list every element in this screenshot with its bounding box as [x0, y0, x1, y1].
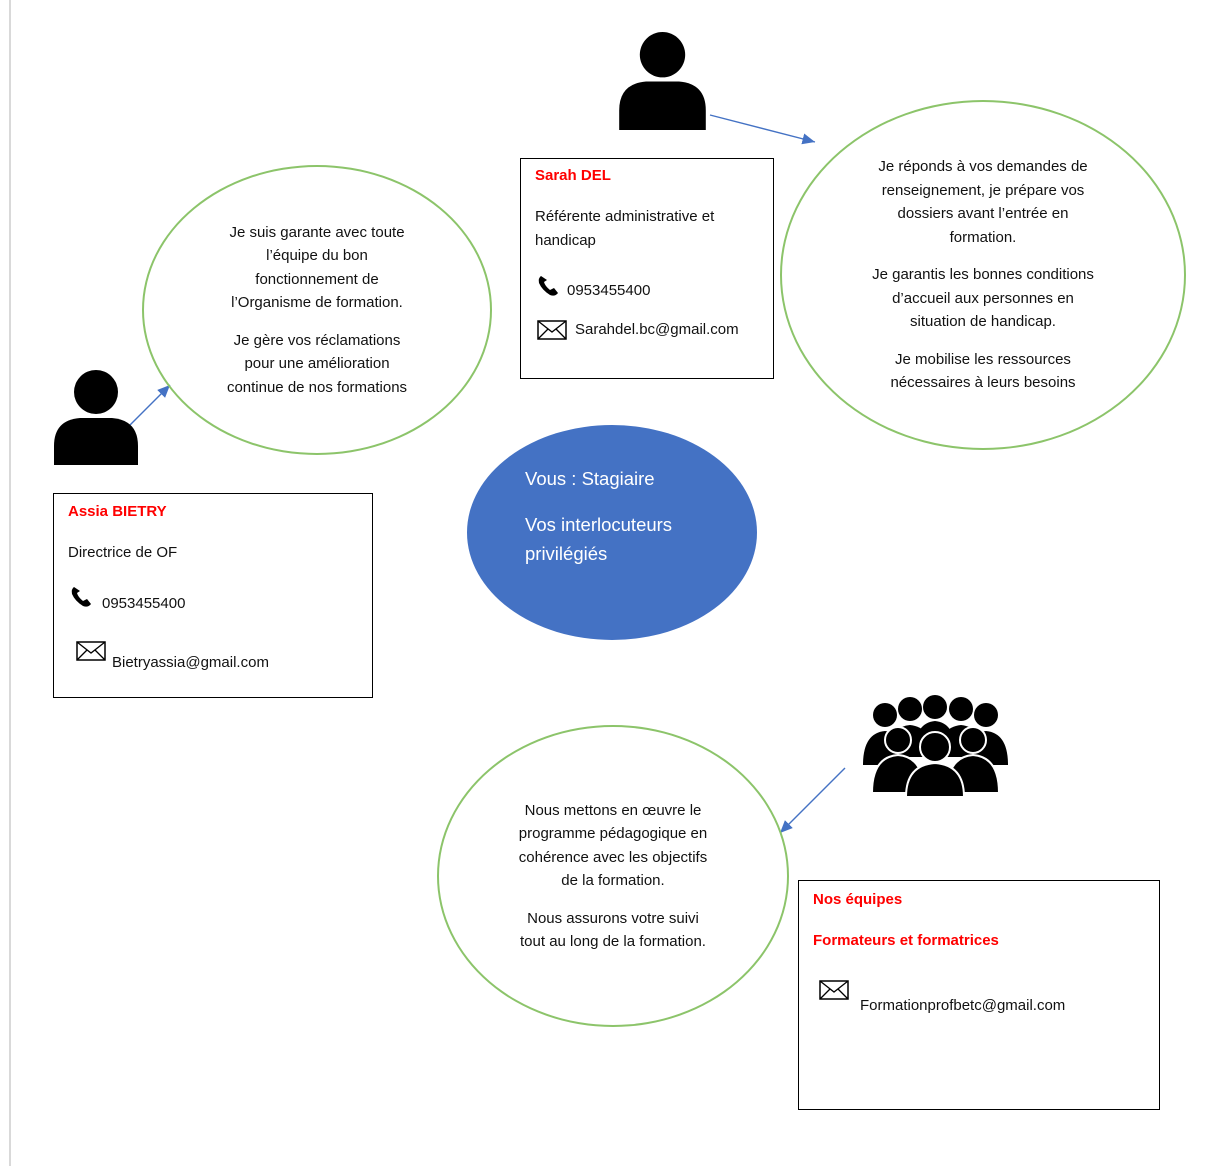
team-subtitle: Formateurs et formatrices	[813, 932, 999, 949]
admin-contact-card: Sarah DEL Référente administrative et ha…	[520, 158, 774, 379]
bubble-line: formation.	[949, 228, 1017, 246]
contact-phone: 0953455400	[567, 282, 651, 299]
person-icon	[54, 370, 138, 465]
center-oval: Vous : Stagiaire Vos interlocuteurs priv…	[467, 425, 757, 640]
bubble-line: continue de nos formations	[226, 378, 408, 396]
bubble-line: Je mobilise les ressources	[895, 350, 1071, 368]
admin-bubble: Je réponds à vos demandes de renseigneme…	[780, 100, 1186, 450]
bubble-line: Nous mettons en œuvre le	[524, 801, 702, 819]
bubble-line: Je suis garante avec toute	[229, 223, 405, 241]
bubble-line: tout au long de la formation.	[520, 933, 706, 950]
team-bubble: Nous mettons en œuvre le programme pédag…	[437, 725, 789, 1027]
bubble-line: pour une amélioration	[244, 355, 390, 373]
contact-role: handicap	[535, 232, 596, 249]
team-title: Nos équipes	[813, 891, 903, 908]
bubble-line: d’accueil aux personnes en	[892, 289, 1074, 307]
bubble-line: cohérence avec les objectifs	[518, 848, 708, 866]
contact-name: Assia BIETRY	[68, 503, 167, 520]
person-icon	[619, 32, 706, 130]
contact-phone: 0953455400	[102, 595, 186, 612]
bubble-line: l’équipe du bon	[266, 247, 368, 265]
arrow-team	[779, 767, 846, 834]
center-subtitle-line: Vos interlocuteurs	[525, 514, 673, 535]
bubble-line: renseignement, je prépare vos	[881, 181, 1085, 199]
team-contact-card: Nos équipes Formateurs et formatrices Fo…	[798, 880, 1160, 1110]
bubble-line: fonctionnement de	[255, 270, 379, 288]
bubble-line: dossiers avant l’entrée en	[897, 205, 1069, 223]
bubble-line: programme pédagogique en	[518, 825, 708, 842]
center-title: Vous : Stagiaire	[525, 468, 655, 489]
bubble-line: situation de handicap.	[910, 313, 1056, 331]
bubble-line: Je gère vos réclamations	[233, 331, 401, 349]
director-contact-card: Assia BIETRY Directrice de OF 0953455400…	[53, 493, 373, 698]
contact-email: Sarahdel.bc@gmail.com	[575, 321, 739, 338]
contact-role: Référente administrative et	[535, 208, 715, 225]
contact-email: Formationprofbetc@gmail.com	[860, 997, 1066, 1014]
bubble-line: Je réponds à vos demandes de	[878, 158, 1088, 176]
contact-role: Directrice de OF	[68, 544, 178, 561]
phone-icon	[538, 276, 558, 296]
bubble-line: Nous assurons votre suivi	[527, 909, 699, 927]
arrow-admin	[709, 114, 816, 145]
contact-email: Bietryassia@gmail.com	[112, 654, 269, 671]
mail-icon	[819, 980, 849, 1000]
phone-icon	[71, 587, 91, 607]
director-bubble: Je suis garante avec toute l’équipe du b…	[142, 165, 492, 455]
bubble-line: nécessaires à leurs besoins	[890, 374, 1076, 392]
bubble-line: de la formation.	[561, 872, 665, 889]
mail-icon	[537, 320, 567, 340]
mail-icon	[76, 641, 106, 661]
bubble-line: Je garantis les bonnes conditions	[872, 266, 1094, 284]
arrow-director	[129, 384, 171, 426]
group-icon	[863, 695, 1008, 797]
center-subtitle-line: privilégiés	[525, 543, 608, 564]
bubble-line: l’Organisme de formation.	[231, 294, 403, 312]
left-margin-rule	[9, 0, 11, 1166]
contact-name: Sarah DEL	[535, 167, 611, 184]
